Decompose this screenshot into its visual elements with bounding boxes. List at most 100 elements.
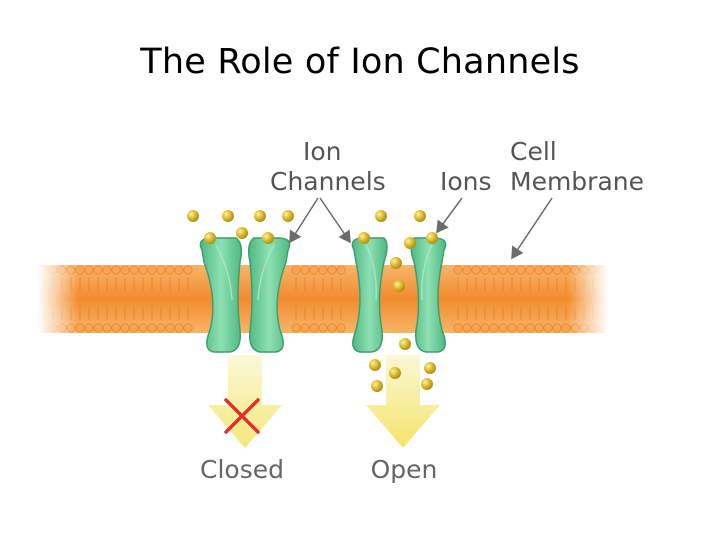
lipid-head (489, 323, 499, 333)
lipid-head (480, 323, 490, 333)
caption-open: Open (371, 455, 438, 484)
label-ion-channels-line2: Channels (270, 167, 386, 196)
ion-particle (393, 280, 405, 292)
ion-particle (414, 210, 426, 222)
lipid-head (327, 265, 337, 275)
membrane-band (38, 265, 608, 333)
lipid-head (138, 265, 148, 275)
lipid-head (543, 265, 553, 275)
lipid-head (291, 265, 301, 275)
ion-particle (204, 232, 216, 244)
cell-membrane (38, 265, 608, 333)
lipid-head (471, 265, 481, 275)
pointer-open-channel (319, 197, 351, 244)
open-flow-arrow (366, 355, 440, 448)
label-pointers (289, 197, 553, 260)
ion-particle (187, 210, 199, 222)
ions (187, 210, 438, 392)
lipid-head (525, 323, 535, 333)
lipid-head (165, 265, 175, 275)
lipid-head (129, 265, 139, 275)
lipid-head (309, 265, 319, 275)
lipid-head (462, 323, 472, 333)
ion-particle (254, 210, 266, 222)
lipid-head (336, 265, 346, 275)
lipid-head (534, 323, 544, 333)
pointer-ions (436, 197, 463, 234)
ion-particle (358, 232, 370, 244)
lipid-head (336, 323, 346, 333)
caption-closed: Closed (200, 455, 284, 484)
ion-particle (369, 359, 381, 371)
lipid-head (93, 323, 103, 333)
ion-particle (375, 210, 387, 222)
lipid-head (552, 323, 562, 333)
lipid-head (489, 265, 499, 275)
ion-particle (236, 227, 248, 239)
lipid-head (516, 265, 526, 275)
lipid-head (147, 323, 157, 333)
lipid-head (120, 323, 130, 333)
lipid-head (174, 323, 184, 333)
lipid-head (120, 265, 130, 275)
lipid-head (111, 323, 121, 333)
lipid-head (165, 323, 175, 333)
membrane-fade-left (38, 265, 78, 333)
label-cell-membrane-line2: Membrane (510, 167, 644, 196)
slide-title: The Role of Ion Channels (140, 42, 580, 82)
lipid-head (84, 323, 94, 333)
pointer-membrane (511, 197, 553, 260)
ion-particle (399, 338, 411, 350)
lipid-head (318, 265, 328, 275)
lipid-head (516, 323, 526, 333)
blocked-x-mark (224, 398, 260, 434)
pointer-closed-channel (289, 197, 319, 244)
lipid-head (534, 265, 544, 275)
lipid-head (462, 265, 472, 275)
lipid-head (102, 265, 112, 275)
lipid-head (453, 323, 463, 333)
lipid-head (507, 265, 517, 275)
ion-particle (426, 232, 438, 244)
ion-particle (389, 367, 401, 379)
ion-particle (404, 237, 416, 249)
lipid-head (300, 265, 310, 275)
lipid-head (156, 265, 166, 275)
lipid-head (498, 323, 508, 333)
lipid-head (102, 323, 112, 333)
lipid-head (471, 323, 481, 333)
ion-particle (222, 210, 234, 222)
lipid-head (111, 265, 121, 275)
lipid-head (543, 323, 553, 333)
closed-ion-channel (199, 237, 291, 353)
ion-particle (390, 257, 402, 269)
lipid-head (525, 265, 535, 275)
lipid-head (84, 265, 94, 275)
lipid-head (93, 265, 103, 275)
membrane-fade-right (568, 265, 608, 333)
lipid-head (138, 323, 148, 333)
label-ions: Ions (440, 167, 492, 196)
lipid-head (318, 323, 328, 333)
lipid-head (156, 323, 166, 333)
closed-flow-arrow (208, 355, 282, 448)
ion-particle (424, 362, 436, 374)
lipid-head (174, 265, 184, 275)
label-cell-membrane-line1: Cell (510, 137, 557, 166)
ion-particle (371, 380, 383, 392)
lipid-head (498, 265, 508, 275)
label-ion-channels-line1: Ion (303, 137, 342, 166)
lipid-head (309, 323, 319, 333)
lipid-head (552, 265, 562, 275)
lipid-head (183, 323, 193, 333)
lipid-head (327, 323, 337, 333)
lipid-head (183, 265, 193, 275)
lipid-head (147, 265, 157, 275)
ion-particle (282, 210, 294, 222)
lipid-head (300, 323, 310, 333)
lipid-head (507, 323, 517, 333)
lipid-head (453, 265, 463, 275)
lipid-head (480, 265, 490, 275)
open-ion-channel (351, 237, 447, 353)
